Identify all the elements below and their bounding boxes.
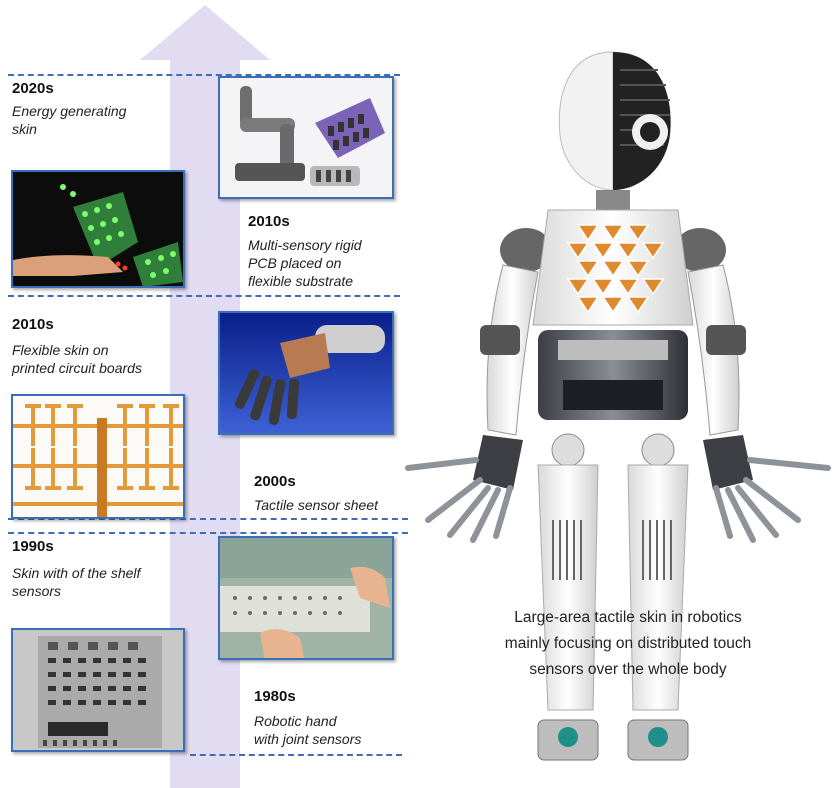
separator-line-2010s [8, 295, 400, 297]
era-description: Skin with of the shelf sensors [12, 565, 141, 599]
photo-tactile-sensor-sheet [11, 394, 185, 519]
humanoid-robot-illustration [405, 51, 831, 761]
photo-robotic-hand-joint-sensors [11, 628, 185, 752]
era-description: Flexible skin on printed circuit boards [12, 342, 142, 376]
era-label: 2010s [248, 213, 290, 230]
robot-caption: Large-area tactile skin in robotics main… [448, 605, 808, 683]
era-label: 2020s [12, 80, 54, 97]
era-label: 1980s [254, 688, 296, 705]
era-label: 1990s [12, 538, 54, 555]
era-description: Energy generating skin [12, 103, 127, 137]
era-description: Multi-sensory rigid PCB placed on flexib… [248, 237, 362, 289]
photo-flexible-skin-hand [218, 311, 394, 435]
separator-line-2000s [8, 518, 408, 520]
separator-line-1990s [8, 532, 408, 534]
era-description: Tactile sensor sheet [254, 497, 378, 513]
photo-robot-arm-energy-skin [218, 76, 394, 199]
photo-multisensory-pcb-skin [11, 170, 185, 288]
era-label: 2010s [12, 316, 54, 333]
photo-off-shelf-sensor-skin [218, 536, 394, 660]
era-label: 2000s [254, 473, 296, 490]
caption-line: Large-area tactile skin in robotics [514, 609, 742, 626]
caption-line: sensors over the whole body [529, 661, 727, 678]
caption-line: mainly focusing on distributed touch [504, 635, 752, 652]
era-description: Robotic hand with joint sensors [254, 713, 362, 747]
separator-line-1980s [190, 754, 402, 756]
separator-line-2020s [8, 74, 400, 76]
